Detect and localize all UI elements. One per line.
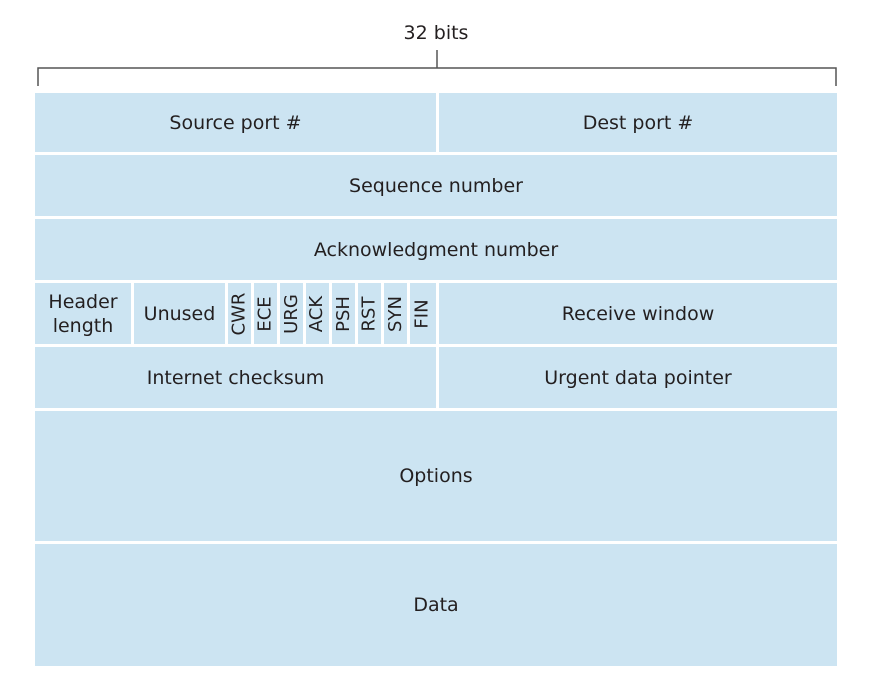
flag-cwr-label: CWR [228, 292, 250, 335]
unused-field: Unused [134, 283, 225, 344]
dest-port-field: Dest port # [439, 93, 837, 152]
source-port-field: Source port # [35, 93, 436, 152]
flag-fin-label: FIN [412, 298, 434, 329]
flag-cwr: CWR [228, 283, 251, 344]
ack-number-field: Acknowledgment number [35, 219, 837, 280]
flag-syn: SYN [384, 283, 407, 344]
options-field: Options [35, 411, 837, 541]
flag-urg: URG [280, 283, 303, 344]
flag-ece-label: ECE [254, 295, 276, 332]
bit-width-label: 32 bits [403, 22, 469, 44]
dest-port-label: Dest port # [582, 111, 694, 134]
flag-psh: PSH [332, 283, 355, 344]
flag-rst-label: RST [358, 296, 380, 331]
flag-urg-label: URG [280, 293, 302, 334]
data-field: Data [35, 544, 837, 666]
data-label: Data [413, 594, 459, 616]
urgent-pointer-field: Urgent data pointer [439, 347, 837, 408]
internet-checksum-label: Internet checksum [146, 366, 325, 389]
flag-syn-label: SYN [384, 295, 406, 332]
receive-window-label: Receive window [561, 302, 715, 325]
options-label: Options [399, 465, 473, 487]
sequence-number-label: Sequence number [349, 174, 523, 197]
receive-window-field: Receive window [439, 283, 837, 344]
sequence-number-field: Sequence number [35, 155, 837, 216]
flag-psh-label: PSH [332, 295, 354, 332]
flag-ack-label: ACK [306, 295, 328, 332]
urgent-pointer-label: Urgent data pointer [544, 366, 732, 389]
bit-width-bracket [37, 50, 837, 86]
unused-label: Unused [143, 302, 216, 325]
flag-ece: ECE [254, 283, 277, 344]
header-length-field: Header length [35, 283, 131, 344]
flag-rst: RST [358, 283, 381, 344]
flag-ack: ACK [306, 283, 329, 344]
flag-fin: FIN [410, 283, 436, 344]
header-length-label-line2: length [52, 314, 114, 337]
source-port-label: Source port # [169, 111, 302, 134]
internet-checksum-field: Internet checksum [35, 347, 436, 408]
ack-number-label: Acknowledgment number [313, 238, 559, 261]
header-length-label-line1: Header [48, 290, 118, 313]
